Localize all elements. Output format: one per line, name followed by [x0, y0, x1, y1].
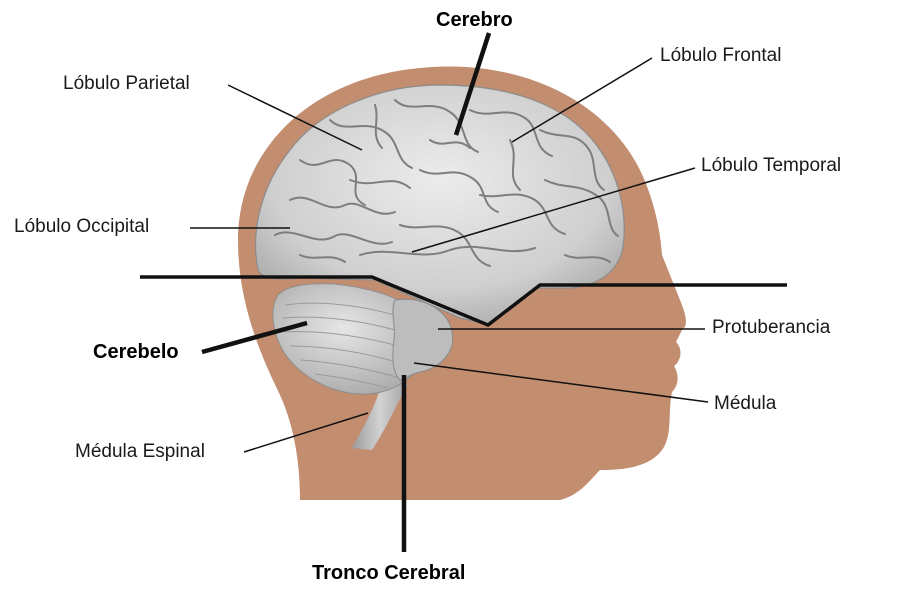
- label-lobulo-parietal: Lóbulo Parietal: [63, 74, 190, 93]
- label-lobulo-occipital: Lóbulo Occipital: [14, 217, 149, 236]
- label-lobulo-temporal: Lóbulo Temporal: [701, 156, 841, 175]
- label-tronco-cerebral: Tronco Cerebral: [312, 563, 465, 583]
- label-cerebro: Cerebro: [436, 10, 513, 30]
- label-medula: Médula: [714, 394, 776, 413]
- label-cerebelo: Cerebelo: [93, 342, 179, 362]
- label-protuberancia: Protuberancia: [712, 318, 830, 337]
- label-lobulo-frontal: Lóbulo Frontal: [660, 46, 781, 65]
- label-medula-espinal: Médula Espinal: [75, 442, 205, 461]
